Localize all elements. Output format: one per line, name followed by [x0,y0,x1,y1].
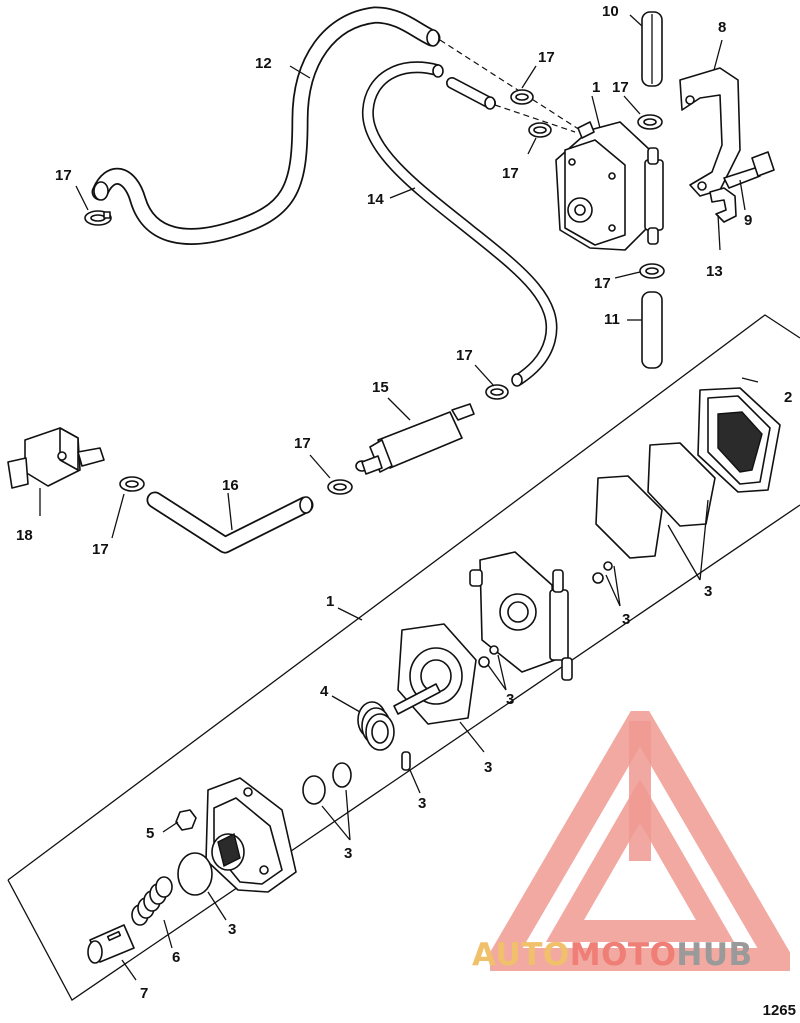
clamp-17-e [639,263,665,279]
o-ring-a [332,762,352,788]
callout-9: 9 [744,212,752,229]
callout-3-d: 3 [484,759,492,776]
fuel-hose-12 [91,6,441,245]
callout-labels: 12 17 17 1 17 17 10 8 9 13 17 11 14 17 1… [16,3,792,1002]
nut-5 [175,809,197,831]
pump-cover [697,387,781,493]
callout-17-e: 17 [594,275,611,292]
figure-code: 1265 [762,1002,796,1019]
clamp-17-c [528,122,552,138]
callout-3-a: 3 [704,583,712,600]
logo-word-auto: AUTO [472,937,570,973]
clamp-17-f [485,384,509,400]
callout-3-g: 3 [228,921,236,938]
callout-2: 2 [784,389,792,406]
connector-18 [7,427,105,489]
callout-11: 11 [604,311,620,328]
logo-wordmark: AUTOMOTOHUB [472,937,798,977]
logo-word-hub: HUB [676,937,753,973]
callout-12: 12 [255,55,272,72]
spring-4 [357,701,395,751]
fuel-filter-15 [355,403,475,475]
callout-16: 16 [222,477,239,494]
pin [401,751,411,771]
callout-8: 8 [718,19,726,36]
bracket-8 [679,67,741,197]
assembly-frame-top [7,314,800,881]
callout-17-h: 17 [92,541,109,558]
callout-17-a: 17 [55,167,72,184]
clamp-17-d [637,114,663,130]
gasket-b [595,475,663,559]
fuel-hose-16 [146,491,314,554]
check-valve-pieces [478,561,613,668]
clamp-17-b [510,89,534,105]
callout-14: 14 [367,191,384,208]
callout-17-d: 17 [502,165,519,182]
alignment-line-a [439,39,581,131]
fuel-hose-10 [641,11,663,87]
logo-word-moto: MOTO [569,937,677,973]
callout-13: 13 [706,263,723,280]
clip-13 [709,187,737,223]
callout-15: 15 [372,379,389,396]
bolt-9 [723,151,775,189]
plunger-7 [87,924,135,964]
callout-6: 6 [172,949,180,966]
callout-3-f: 3 [344,845,352,862]
spring-6 [131,876,173,926]
gasket-ring [177,852,213,896]
callout-3-e: 3 [418,795,426,812]
fuel-hose-11 [641,291,663,369]
alignment-line-b [494,104,576,133]
assembly-frame [7,504,800,1001]
clamp-17-a [84,210,112,226]
callout-10: 10 [602,3,619,20]
callout-3-c: 3 [506,691,514,708]
callout-4: 4 [320,683,329,700]
callout-17-b: 17 [538,49,555,66]
callout-7: 7 [140,985,148,1002]
callout-1-lower: 1 [326,593,334,610]
fuel-hose-14 [361,61,558,387]
callout-17-f: 17 [456,347,473,364]
callout-18: 18 [16,527,33,544]
fuel-pump-assembly-top [555,121,664,251]
pump-body [469,551,573,681]
o-ring-b [302,775,326,805]
clamp-17-g [327,479,353,495]
diaphragm-plate [393,623,477,725]
clamp-17-h [119,476,145,492]
callout-1-top: 1 [592,79,600,96]
lower-pump-housing [205,777,297,893]
leader-lines [39,14,759,981]
callout-17-c: 17 [612,79,629,96]
callout-5: 5 [146,825,154,842]
callout-3-b: 3 [622,611,630,628]
callout-17-g: 17 [294,435,311,452]
short-hose [446,77,496,110]
